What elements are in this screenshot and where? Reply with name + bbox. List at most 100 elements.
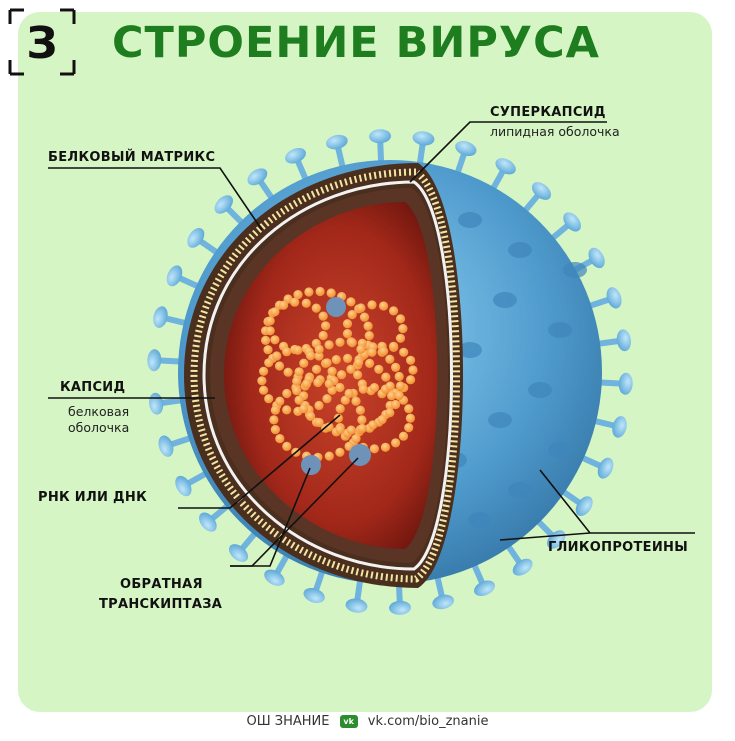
genome-bead xyxy=(355,405,365,415)
reverse-transcriptase-2 xyxy=(301,455,321,475)
genome-bead xyxy=(385,408,395,418)
genome-bead xyxy=(353,370,363,380)
genome-bead xyxy=(367,300,377,310)
genome-bead xyxy=(301,298,311,308)
glycoprotein-head xyxy=(158,435,174,457)
genome-bead xyxy=(335,337,345,347)
genome-bead xyxy=(263,345,273,355)
genome-bead xyxy=(333,413,343,423)
genome-bead xyxy=(292,376,302,386)
glycoprotein-head xyxy=(303,587,325,603)
logo-icon: З xyxy=(8,8,76,76)
genome-bead xyxy=(272,351,282,361)
glycoprotein-head xyxy=(153,306,168,328)
genome-bead xyxy=(311,364,322,374)
glycoprotein-head xyxy=(412,131,435,146)
genome-bead xyxy=(314,344,324,354)
genome-bead xyxy=(324,422,334,432)
genome-bead xyxy=(327,366,337,376)
genome-bead xyxy=(394,371,404,382)
glycoprotein-head xyxy=(618,372,633,395)
label-supercapsid-sub: липидная оболочка xyxy=(490,124,620,139)
genome-bead xyxy=(387,391,397,401)
footer-link[interactable]: vk.com/bio_znanie xyxy=(367,714,489,729)
glycoprotein-head xyxy=(389,600,411,615)
genome-bead xyxy=(311,303,321,313)
vk-icon: vk xyxy=(339,715,358,728)
genome-bead xyxy=(257,376,267,386)
genome-bead xyxy=(318,311,328,321)
genome-bead xyxy=(282,441,292,451)
genome-bead xyxy=(385,381,395,391)
glycoprotein-head xyxy=(199,512,217,532)
genome-bead xyxy=(294,367,304,377)
genome-bead xyxy=(322,394,332,404)
genome-bead xyxy=(259,385,269,395)
genome-bead xyxy=(335,447,345,457)
genome-bead xyxy=(367,347,377,357)
genome-bead xyxy=(398,431,409,441)
genome-bead xyxy=(365,358,375,368)
genome-bead xyxy=(369,444,379,454)
genome-bead xyxy=(369,383,379,393)
genome-bead xyxy=(404,423,414,433)
glycoprotein-head xyxy=(175,475,192,497)
envelope-spot xyxy=(488,412,512,428)
rna-dna-genome xyxy=(257,286,418,462)
glycoprotein-head xyxy=(606,287,622,309)
glycoprotein-head xyxy=(149,392,164,415)
genome-bead xyxy=(306,411,316,421)
genome-bead xyxy=(294,395,304,405)
genome-bead xyxy=(331,355,341,365)
genome-bead xyxy=(347,338,357,348)
genome-bead xyxy=(265,316,275,326)
genome-bead xyxy=(335,425,345,435)
genome-bead xyxy=(356,344,366,354)
genome-bead xyxy=(306,351,316,361)
genome-bead xyxy=(357,415,367,425)
protein-matrix-layer xyxy=(202,180,453,571)
genome-bead xyxy=(270,307,280,317)
label-capsid: КАПСИД xyxy=(60,380,126,395)
genome-bead xyxy=(259,366,269,376)
genome-bead xyxy=(368,420,378,430)
genome-bead xyxy=(379,301,389,311)
glycoprotein-head xyxy=(147,349,162,372)
genome-bead xyxy=(337,370,347,380)
label-capsid-sub-2: оболочка xyxy=(68,420,130,435)
envelope-spot xyxy=(508,242,532,258)
genome-bead xyxy=(326,288,336,298)
genome-bead xyxy=(385,354,395,364)
genome-bead xyxy=(395,314,406,324)
genome-bead xyxy=(346,425,356,435)
label-supercapsid: СУПЕРКАПСИД xyxy=(490,105,606,120)
genome-bead xyxy=(293,290,303,300)
genome-bead xyxy=(357,423,367,434)
genome-bead xyxy=(351,434,361,444)
genome-bead xyxy=(264,358,274,368)
glycoprotein-head xyxy=(531,182,552,200)
genome-bead xyxy=(321,321,331,331)
genome-bead xyxy=(404,404,414,414)
glycoprotein-head xyxy=(563,212,581,232)
glycoprotein-head xyxy=(369,129,391,144)
glycoprotein-head xyxy=(345,598,368,613)
genome-bead xyxy=(399,347,409,357)
envelope-spot xyxy=(458,342,482,358)
genome-bead xyxy=(359,312,370,322)
genome-bead xyxy=(324,379,334,389)
page-title: СТРОЕНИЕ ВИРУСА xyxy=(112,18,600,68)
label-glycoproteins: ГЛИКОПРОТЕИНЫ xyxy=(548,540,688,555)
glycoprotein-head xyxy=(597,457,614,479)
genome-bead xyxy=(389,306,399,316)
genome-bead xyxy=(282,347,292,357)
label-protein-matrix: БЕЛКОВЫЙ МАТРИКС xyxy=(48,150,216,165)
glycoprotein-head xyxy=(285,147,306,164)
genome-bead xyxy=(406,355,416,365)
genome-bead xyxy=(290,297,300,307)
glycoprotein-head xyxy=(512,558,533,576)
glycoprotein-head xyxy=(264,569,285,586)
genome-bead xyxy=(374,364,384,374)
glycoprotein-head xyxy=(247,168,268,186)
